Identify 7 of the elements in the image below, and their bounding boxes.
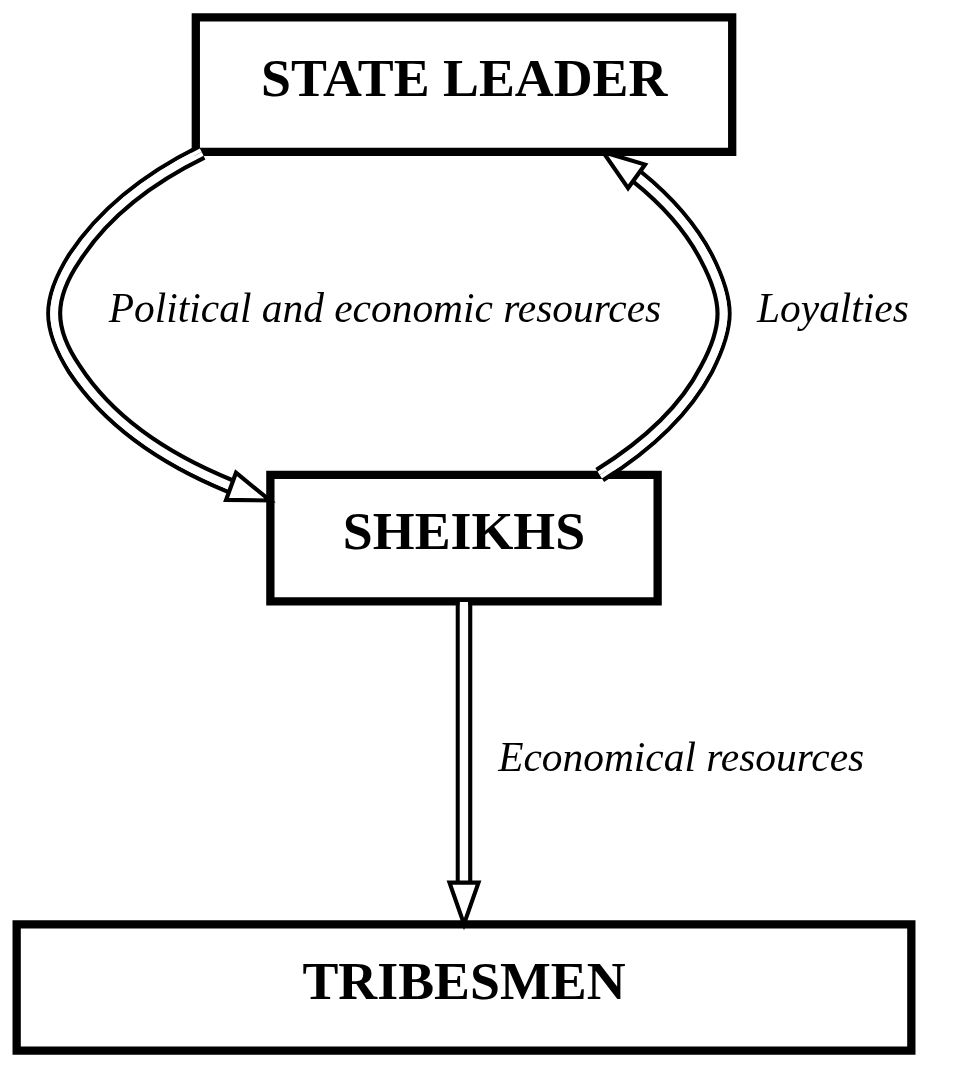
edge-label: Political and economic resources	[108, 284, 662, 331]
node-box: TRIBESMEN	[12, 920, 916, 1055]
edge-label: Loyalties	[757, 284, 909, 331]
node-box: STATE LEADER	[191, 13, 737, 157]
arrow	[446, 602, 482, 931]
node-box: SHEIKHS	[266, 470, 662, 606]
edge-label: Economical resources	[498, 734, 865, 781]
